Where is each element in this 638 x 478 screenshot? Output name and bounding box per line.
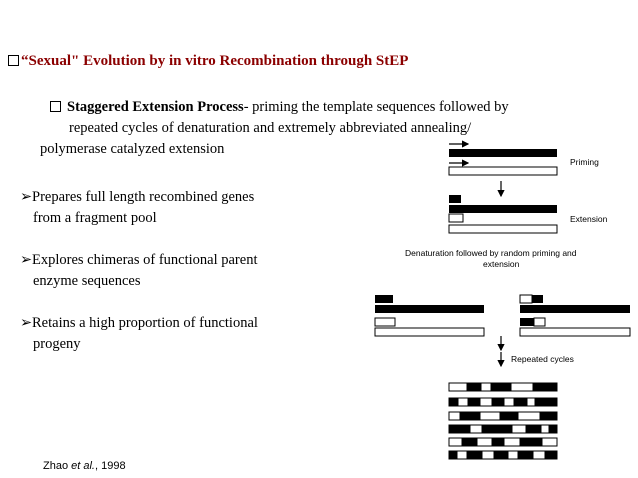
right-fragment-bottom-filled — [520, 318, 534, 326]
template-strand-top-2 — [449, 205, 557, 213]
right-strand-top — [520, 305, 630, 313]
left-strand-top — [375, 305, 484, 313]
step-term: Staggered Extension Process — [67, 99, 244, 115]
extended-fragment-top — [449, 195, 461, 203]
repeated-cycles-label: Repeated cycles — [511, 354, 574, 364]
left-fragment-top — [375, 295, 393, 303]
template-strand-top — [449, 149, 557, 157]
product-row — [448, 382, 558, 392]
bullet-1: ➢Prepares full length recombined genes f… — [20, 187, 254, 229]
left-strand-bottom — [374, 327, 485, 337]
citation: Zhao et al., 1998 — [43, 460, 126, 472]
product-row — [448, 397, 558, 407]
right-fragment-top-open — [519, 294, 533, 304]
slide-title: “Sexual" Evolution by in vitro Recombina… — [8, 53, 408, 70]
citation-year: , 1998 — [95, 460, 126, 472]
recombined-products — [448, 382, 558, 460]
arrow-bullet-icon: ➢ — [20, 252, 33, 268]
arrow-bullet-icon: ➢ — [20, 315, 33, 331]
denaturation-label-line2: extension — [483, 259, 520, 269]
priming-label: Priming — [570, 157, 599, 167]
right-fragment-top-filled — [532, 295, 543, 303]
right-strand-bottom — [519, 327, 631, 337]
checkbox-square-icon — [8, 55, 19, 66]
bullet-2: ➢Explores chimeras of functional parent … — [20, 250, 257, 292]
product-row — [448, 411, 558, 421]
bullet-1-line1: Prepares full length recombined genes — [32, 189, 255, 205]
step-desc-line3: polymerase catalyzed extension — [40, 141, 225, 157]
citation-etal: et al. — [71, 460, 95, 472]
template-strand-bottom — [448, 166, 558, 176]
step-desc-line2: repeated cycles of denaturation and extr… — [69, 120, 472, 136]
step-desc-line1: - priming the template sequences followe… — [243, 99, 509, 115]
template-strand-bottom-2 — [448, 224, 558, 234]
checkbox-square-icon — [50, 101, 61, 112]
product-row — [448, 437, 558, 447]
bullet-3: ➢Retains a high proportion of functional… — [20, 313, 258, 355]
left-fragment-bottom — [374, 317, 396, 327]
product-row — [448, 424, 558, 434]
step-description: Staggered Extension Process- priming the… — [40, 97, 570, 160]
bullet-2-line1: Explores chimeras of functional parent — [32, 252, 258, 268]
extended-fragment-bottom — [448, 213, 464, 223]
left-branch — [374, 295, 485, 337]
title-text: “Sexual" Evolution by in vitro Recombina… — [21, 53, 409, 69]
denaturation-label-line1: Denaturation followed by random priming … — [405, 248, 577, 258]
bullet-3-line2: progeny — [33, 336, 81, 352]
priming-stage: Priming — [448, 140, 599, 176]
citation-author: Zhao — [43, 460, 69, 472]
right-fragment-bottom-open — [533, 317, 546, 327]
right-branch — [519, 294, 631, 337]
extension-stage: Extension — [448, 195, 608, 234]
extension-label: Extension — [570, 214, 608, 224]
bullet-3-line1: Retains a high proportion of functional — [32, 315, 258, 331]
bullet-1-line2: from a fragment pool — [33, 210, 157, 226]
bullet-2-line2: enzyme sequences — [33, 273, 141, 289]
arrow-bullet-icon: ➢ — [20, 189, 33, 205]
product-row — [448, 450, 558, 460]
